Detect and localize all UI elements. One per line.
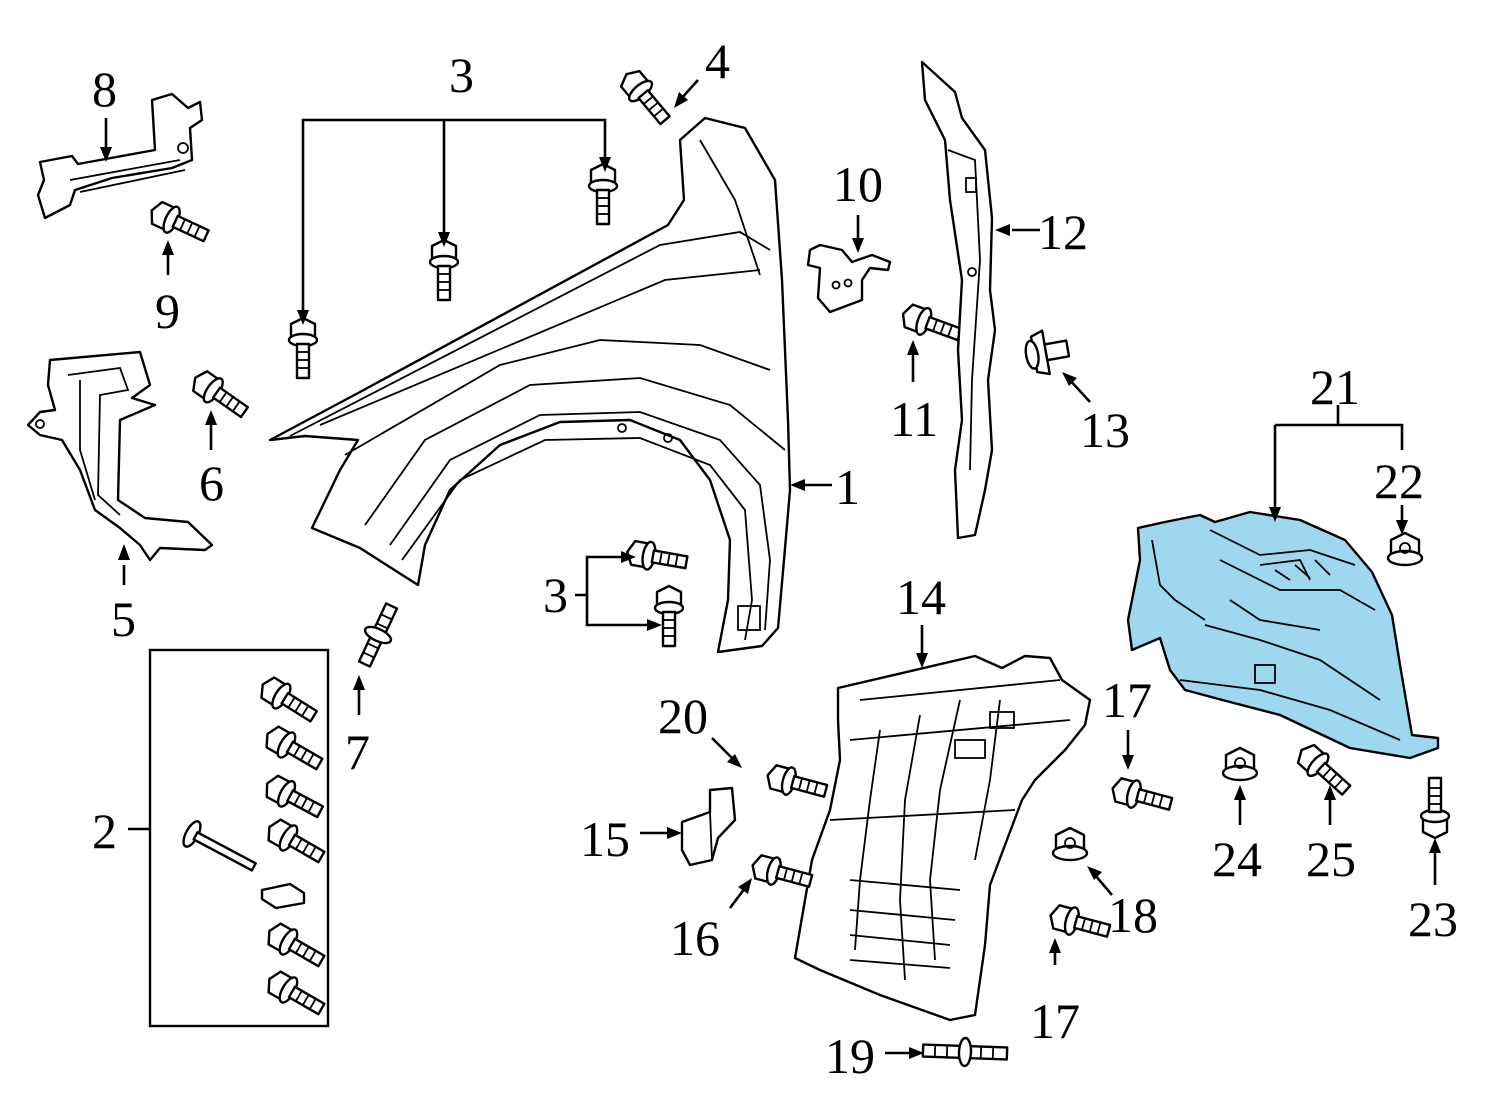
bracket-part-8[interactable]	[36, 92, 204, 220]
bolt-part-17[interactable]	[1045, 730, 1176, 965]
callout-23: 23	[1408, 891, 1458, 947]
callout-14: 14	[896, 569, 946, 625]
hardware-kit-part-2[interactable]	[128, 648, 330, 1028]
clip-part-13[interactable]	[1022, 327, 1091, 403]
liner-part-14[interactable]	[793, 625, 1092, 1022]
bolt-part-3[interactable]	[287, 118, 690, 648]
bolt-part-11[interactable]	[897, 299, 966, 382]
callout-13: 13	[1080, 402, 1130, 458]
nut-part-18[interactable]	[1051, 826, 1113, 896]
callout-7: 7	[345, 724, 370, 780]
callout-18: 18	[1108, 887, 1158, 943]
callout-2: 2	[92, 803, 117, 859]
bracket-part-5[interactable]	[26, 350, 214, 585]
callout-3-top: 3	[449, 47, 474, 103]
callout-17-top: 17	[1102, 672, 1152, 728]
stud-part-7[interactable]	[352, 600, 404, 715]
callout-21: 21	[1310, 359, 1360, 415]
callout-15: 15	[580, 811, 630, 867]
nut-part-24[interactable]	[1221, 746, 1259, 825]
nut-part-22[interactable]	[1386, 505, 1424, 567]
bolt-part-23[interactable]	[1419, 776, 1451, 885]
callout-12: 12	[1038, 204, 1088, 260]
callout-4: 4	[705, 33, 730, 89]
bolt-part-25[interactable]	[1291, 738, 1357, 825]
bolt-part-9[interactable]	[144, 196, 214, 275]
callout-20: 20	[658, 688, 708, 744]
bracket-part-10[interactable]	[806, 215, 892, 314]
callout-8: 8	[92, 61, 117, 117]
callout-17-bottom: 17	[1030, 993, 1080, 1049]
callout-25: 25	[1306, 831, 1356, 887]
callout-1: 1	[835, 459, 860, 515]
callout-16: 16	[670, 910, 720, 966]
callout-24: 24	[1212, 831, 1262, 887]
bolt-part-20[interactable]	[711, 737, 831, 806]
callout-5: 5	[111, 591, 136, 647]
callout-6: 6	[199, 455, 224, 511]
seal-part-12[interactable]	[920, 60, 1040, 540]
callout-9: 9	[155, 283, 180, 339]
callout-3-lower: 3	[543, 567, 568, 623]
callout-11: 11	[890, 391, 938, 447]
stud-part-19[interactable]	[885, 1036, 1009, 1068]
bracket-part-15[interactable]	[640, 786, 737, 867]
callout-22: 22	[1374, 453, 1424, 509]
fender-part-1[interactable]	[268, 116, 792, 654]
bolt-part-4[interactable]	[614, 64, 699, 131]
callout-19: 19	[825, 1028, 875, 1084]
liner-part-21-highlighted[interactable]	[1126, 405, 1440, 760]
bolt-part-16[interactable]	[728, 850, 816, 909]
callout-labels: 1 2 3 3 4 5 6 7 8 9 10 11 12 13 14 15 16…	[92, 33, 1458, 1084]
bolt-part-6[interactable]	[186, 365, 254, 450]
callout-10: 10	[833, 156, 883, 212]
leader-part-1	[790, 479, 832, 491]
